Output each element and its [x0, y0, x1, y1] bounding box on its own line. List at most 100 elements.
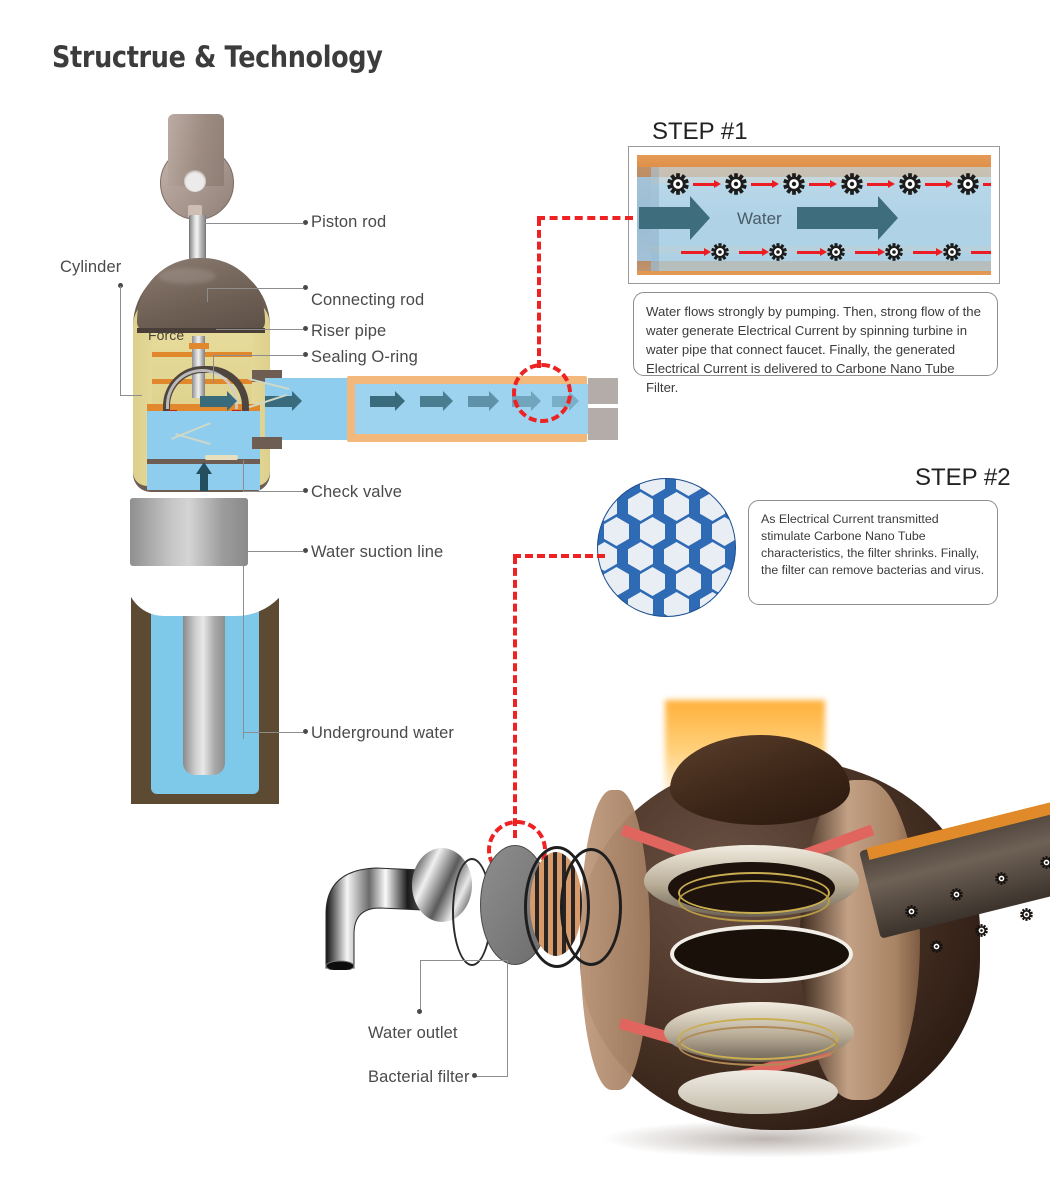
faucet-white-ring — [670, 925, 853, 983]
water-flow-arrow-icon-big-left — [639, 196, 710, 240]
red-arrow-icon — [855, 248, 885, 256]
mesh-cell — [598, 542, 617, 571]
water-flow-arrow-icon-big-right — [797, 196, 898, 240]
outlet-water-chamber — [265, 378, 355, 440]
water-flow-arrow-icon-4 — [420, 391, 453, 411]
label-water-outlet: Water outlet — [368, 1024, 458, 1042]
page-title: Structrue & Technology — [52, 40, 383, 74]
step-2-heading: STEP #2 — [915, 464, 1011, 491]
gear-icon — [905, 905, 918, 923]
label-bacterial-dot — [472, 1073, 477, 1078]
faucet-coil-upper-2 — [678, 880, 830, 922]
gear-icon — [899, 173, 921, 195]
callout-circle-pipe — [512, 363, 572, 423]
label-suction-leader-v — [243, 551, 245, 739]
red-arrow-icon — [797, 248, 827, 256]
label-water-outlet-dot — [417, 1009, 422, 1014]
riser-pipe-collar — [189, 343, 209, 349]
callout-step1-horizontal — [537, 216, 633, 220]
gear-icon — [711, 243, 729, 261]
callout-step2-vertical — [513, 556, 517, 838]
mesh-row — [598, 542, 735, 571]
label-water-suction-line: Water suction line — [311, 543, 444, 561]
mesh-cell — [628, 592, 653, 616]
step-1-caption: Water flows strongly by pumping. Then, s… — [646, 304, 981, 395]
label-connecting-rod-leader-v — [207, 288, 209, 302]
piston-rod-nub — [188, 205, 202, 218]
suction-up-arrow-icon — [196, 462, 212, 491]
mesh-cell — [598, 592, 617, 616]
gear-icon — [827, 243, 845, 261]
faucet-base-ring — [678, 1070, 838, 1114]
gear-icon — [783, 173, 805, 195]
label-piston-rod: Piston rod — [311, 213, 387, 231]
mesh-cell — [712, 479, 735, 496]
label-check-valve: Check valve — [311, 483, 402, 501]
red-arrow-icon — [983, 183, 991, 186]
faucet-cap — [670, 735, 850, 825]
step-1-illustration-panel: Water — [628, 146, 1000, 284]
filter-ring-3 — [560, 848, 622, 966]
label-connecting-rod: Connecting rod — [311, 291, 425, 309]
chrome-spout — [318, 848, 430, 972]
gear-icon — [930, 940, 943, 958]
water-flow-arrow-icon-5 — [468, 391, 499, 411]
label-sealing-oring-dot — [303, 352, 308, 357]
mesh-cell — [712, 567, 735, 596]
gear-icon — [957, 173, 979, 195]
gear-icon — [885, 243, 903, 261]
label-bacterial-leader-v — [507, 960, 509, 1076]
label-cylinder-dot — [118, 283, 123, 288]
mesh-cell — [640, 479, 665, 496]
label-bacterial-filter: Bacterial filter — [368, 1068, 470, 1086]
gear-icon — [725, 173, 747, 195]
red-arrow-icon — [913, 248, 943, 256]
callout-step2-horizontal — [513, 554, 605, 558]
red-arrow-icon — [751, 180, 779, 188]
label-check-valve-dot — [303, 488, 308, 493]
label-cylinder: Cylinder — [60, 258, 122, 276]
cylinder-dome-seam — [137, 328, 265, 333]
check-valve-seat — [147, 459, 260, 464]
label-riser-pipe: Riser pipe — [311, 322, 387, 340]
label-suction-leader — [243, 551, 303, 553]
mesh-cell — [700, 592, 725, 616]
pump-handle-hole-icon — [184, 170, 206, 192]
gear-icon — [975, 924, 988, 942]
red-arrow-icon — [867, 180, 895, 188]
red-arrow-icon — [809, 180, 837, 188]
label-water-outlet-leader-h — [420, 960, 508, 962]
water-suction-line-front — [130, 498, 248, 566]
force-label: Force — [148, 327, 185, 343]
water-flow-arrow-icon-1 — [200, 391, 237, 411]
gear-icon — [841, 173, 863, 195]
cylinder-dome-highlight — [158, 268, 216, 284]
label-riser-pipe-dot — [303, 326, 308, 331]
gear-icon — [1020, 908, 1033, 926]
mesh-row — [598, 492, 735, 521]
mesh-cell — [712, 517, 735, 546]
label-sealing-oring-leader — [213, 355, 303, 357]
gear-icon — [995, 872, 1008, 890]
mesh-row — [604, 567, 735, 596]
faucet-coil-lower-2 — [678, 1026, 838, 1066]
red-arrow-icon — [681, 248, 711, 256]
step-2-caption: As Electrical Current transmitted stimul… — [761, 512, 985, 577]
label-underground-water: Underground water — [311, 724, 454, 742]
pipe-connector-upper — [588, 378, 618, 404]
label-check-valve-leader-v — [243, 460, 245, 492]
mesh-row — [604, 479, 735, 496]
red-arrow-icon — [971, 251, 991, 254]
label-cylinder-leader-h — [120, 395, 142, 397]
callout-step1-vertical — [537, 218, 541, 368]
cylinder-water-upper — [147, 411, 260, 459]
water-flow-arrow-icon-2 — [265, 391, 302, 411]
label-underground-leader — [243, 732, 303, 734]
label-sealing-oring: Sealing O-ring — [311, 348, 418, 366]
label-water-outlet-leader-v — [420, 960, 422, 1010]
label-sealing-oring-leader-v — [213, 355, 215, 383]
label-check-valve-leader — [243, 491, 303, 493]
gear-icon — [950, 888, 963, 906]
label-cylinder-leader — [120, 286, 122, 396]
label-piston-rod-leader — [205, 223, 303, 225]
